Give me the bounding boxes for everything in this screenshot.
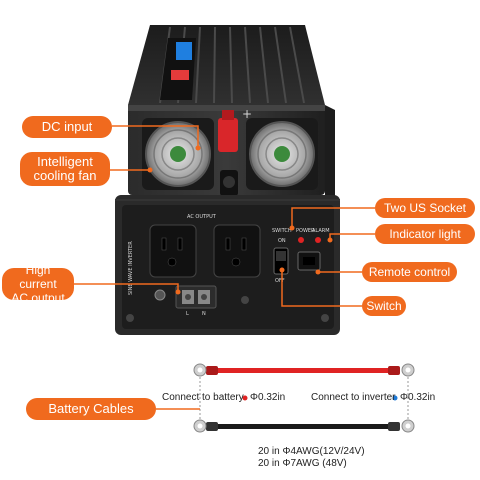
- callout-high-current-ac-output: High current AC output: [2, 263, 74, 305]
- inverter-end-dot: [392, 395, 398, 401]
- battery-terminal-size: Φ0.32in: [250, 392, 286, 403]
- cable-spec-line-1: 20 in Φ4AWG(12V/24V): [258, 446, 365, 457]
- callout-us-socket: Two US Socket: [375, 198, 475, 218]
- callout-leader-lines: [72, 125, 375, 307]
- battery-connection-text: Connect to battery: [162, 392, 244, 403]
- callout-indicator-light: Indicator light: [375, 224, 475, 244]
- ac-output-label: AC OUTPUT: [187, 214, 217, 220]
- dc-terminal-positive: [218, 110, 238, 152]
- alarm-label: ALARM: [312, 228, 330, 234]
- l-label: L: [186, 311, 189, 317]
- us-socket-left: [149, 224, 197, 278]
- callout-cooling-fan: Intelligent cooling fan: [20, 152, 110, 186]
- ac-terminal-block: [175, 285, 217, 309]
- callout-remote-control: Remote control: [362, 262, 457, 282]
- callout-dc-input: DC input: [22, 116, 112, 138]
- plus-sign: +: [242, 107, 252, 121]
- red-battery-cable: [193, 363, 415, 377]
- sine-wave-label: SINE WAVE INVERTER: [128, 241, 134, 295]
- power-label: POWER: [296, 228, 315, 234]
- inverter-top-housing: [128, 25, 325, 105]
- lcd-display: [160, 38, 196, 100]
- us-socket-right: [213, 224, 261, 278]
- inverter-connection-label: Connect to inverter: [311, 392, 396, 403]
- off-label: OFF: [275, 278, 285, 284]
- on-label: ON: [278, 238, 286, 244]
- power-indicator-light: [298, 237, 304, 243]
- dc-terminal-negative: [220, 170, 238, 196]
- callout-battery-cables: Battery Cables: [26, 398, 156, 420]
- ground-screw: [154, 289, 166, 301]
- alarm-indicator-light: [315, 237, 321, 243]
- battery-end-dot: [242, 395, 248, 401]
- cooling-fan-right: [246, 118, 318, 190]
- cable-spec-line-2: 20 in Φ7AWG (48V): [258, 458, 347, 469]
- inverter-terminal-size: Φ0.32in: [400, 392, 436, 403]
- black-battery-cable: [193, 419, 415, 433]
- switch-label: SWITCH: [272, 228, 292, 234]
- callout-switch: Switch: [362, 296, 406, 316]
- n-label: N: [202, 311, 206, 317]
- cooling-fan-left: [142, 118, 214, 190]
- battery-connection-label: Connect to battery: [162, 392, 244, 403]
